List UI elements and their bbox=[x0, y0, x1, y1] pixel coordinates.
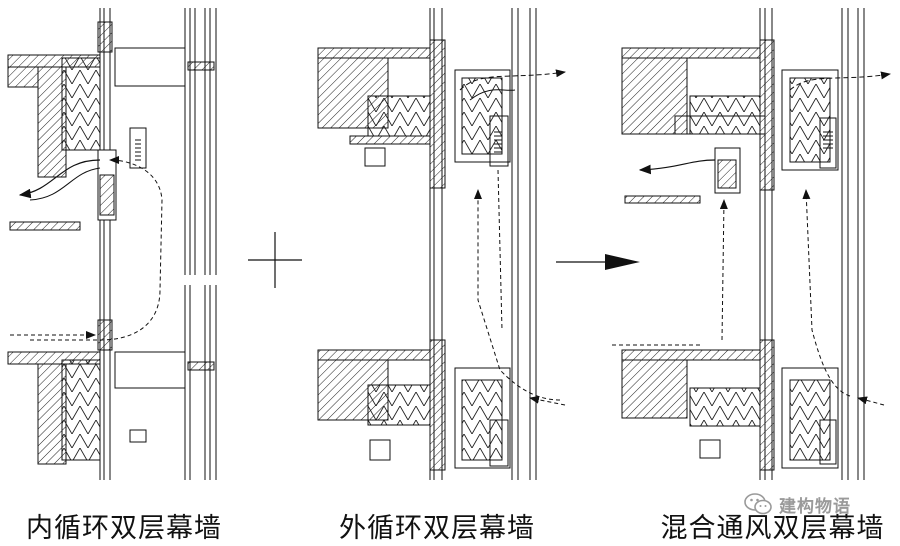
result-arrow bbox=[556, 254, 640, 270]
watermark: 建构物语 bbox=[743, 489, 883, 519]
caption-hybrid-ventilation: 混合通风双层幕墙 bbox=[660, 513, 885, 544]
plus-sign bbox=[248, 232, 302, 288]
caption-inner-circulation: 内循环双层幕墙 bbox=[26, 513, 222, 544]
airflow-arrows bbox=[459, 69, 566, 406]
floor-slab-upper bbox=[621, 39, 839, 204]
floor-slab-upper bbox=[317, 39, 511, 189]
caption-outer-circulation: 外循环双层幕墙 bbox=[339, 513, 535, 544]
floor-slab-lower bbox=[621, 339, 839, 471]
watermark-text: 建构物语 bbox=[779, 496, 851, 517]
panel-outer-circulation bbox=[317, 8, 566, 480]
glass-mullions bbox=[99, 8, 217, 480]
floor-slab-upper bbox=[7, 21, 215, 231]
panel-hybrid-ventilation bbox=[612, 8, 891, 480]
floor-slab-lower bbox=[317, 339, 511, 471]
floor-slab-lower bbox=[7, 319, 215, 465]
airflow-arrows bbox=[612, 71, 891, 406]
airflow-arrows bbox=[10, 156, 163, 341]
panel-inner-circulation bbox=[7, 8, 217, 480]
wechat-icon bbox=[744, 493, 772, 515]
